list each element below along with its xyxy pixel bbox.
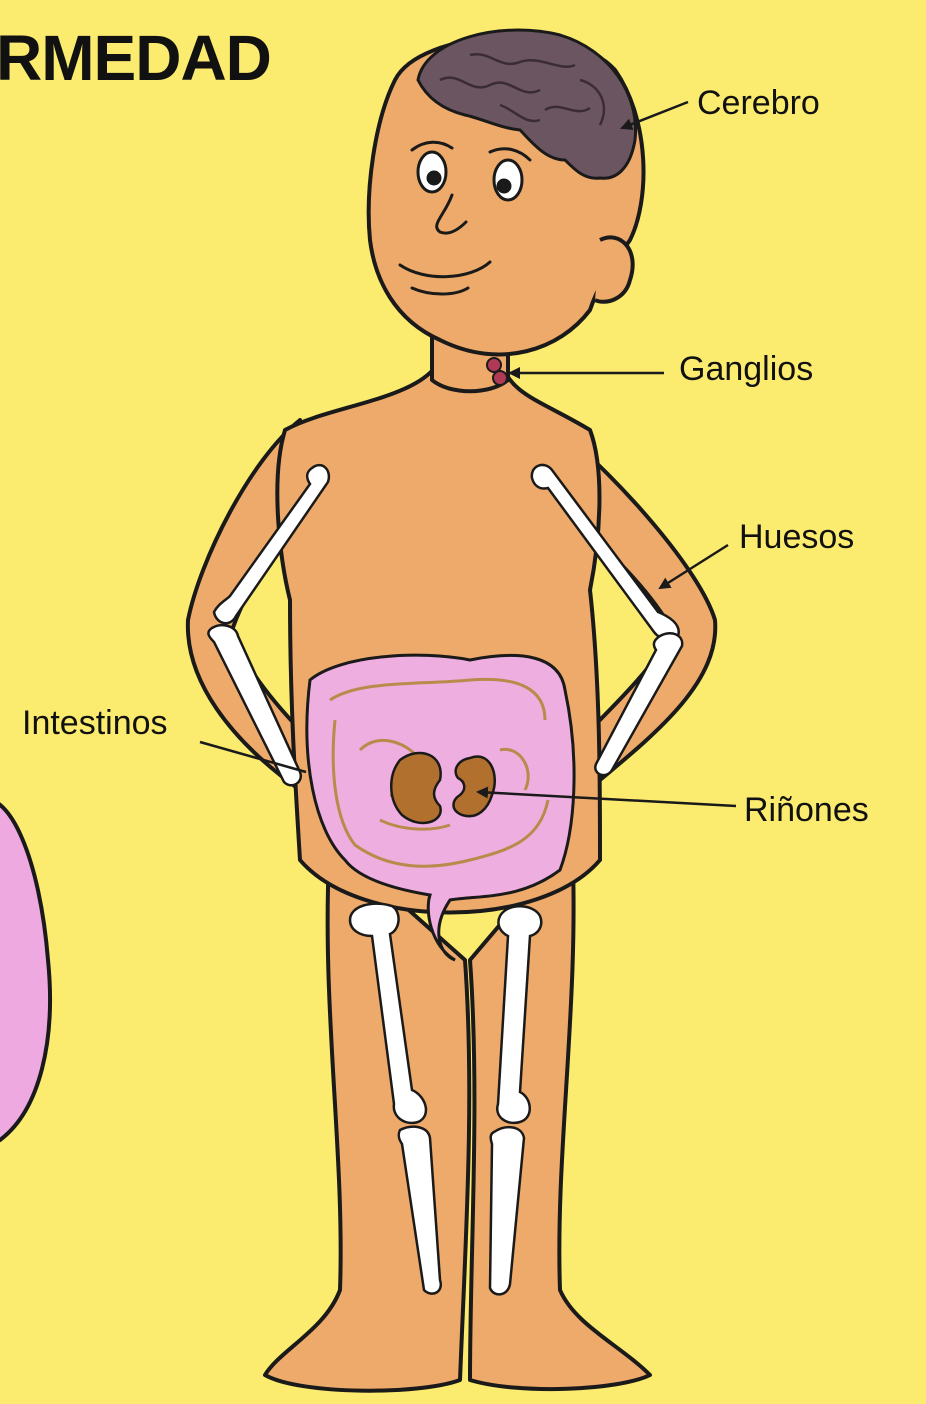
label-ganglios: Ganglios — [679, 352, 813, 386]
label-huesos: Huesos — [739, 520, 854, 554]
label-cerebro: Cerebro — [697, 86, 820, 120]
label-rinones: Riñones — [744, 793, 869, 827]
label-intestinos: Intestinos — [22, 706, 168, 740]
left-kidney — [391, 753, 440, 823]
page-title: RMEDAD — [0, 26, 271, 90]
